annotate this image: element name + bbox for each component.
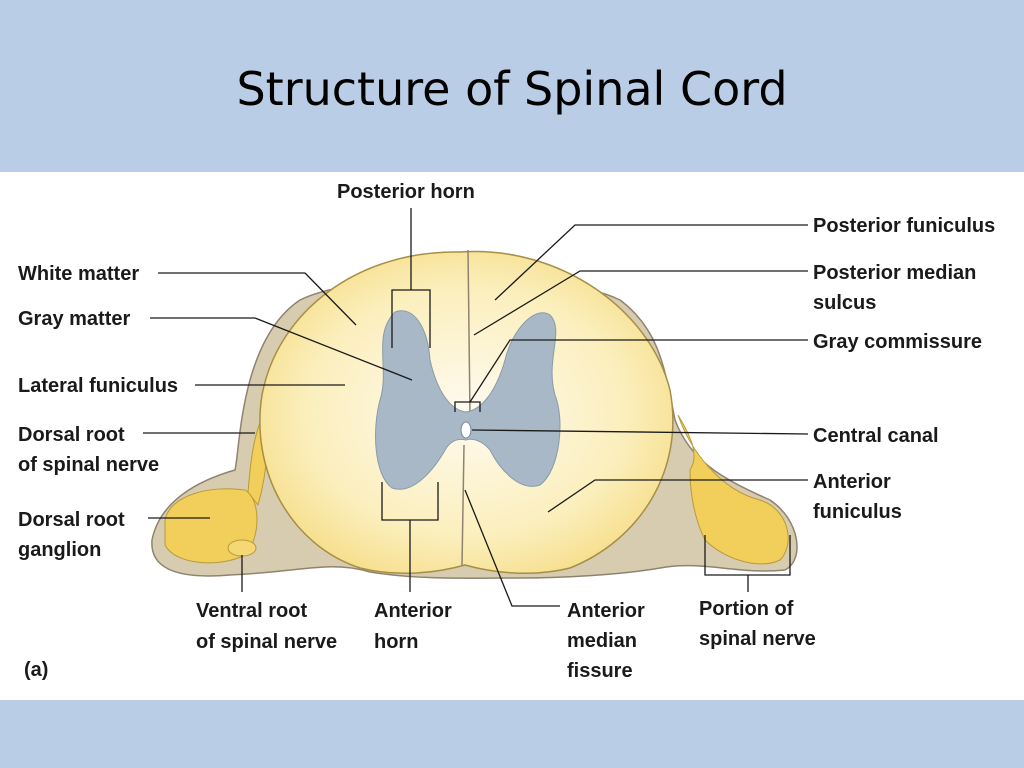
label-anterior-funiculus-line2: funiculus — [813, 501, 902, 523]
label-anterior-funiculus-line1: Anterior — [813, 471, 891, 493]
label-portion-line1: Portion of — [699, 598, 794, 620]
posterior-median-sulcus-line — [467, 249, 471, 416]
label-dorsal-root-line2: of spinal nerve — [18, 454, 159, 476]
label-lateral-funiculus: Lateral funiculus — [18, 375, 178, 397]
ventral-root-shape — [227, 539, 257, 557]
label-amf-line2: median — [567, 630, 637, 652]
leader-posterior-funiculus — [494, 224, 808, 301]
label-gray-matter: Gray matter — [18, 308, 130, 330]
title-bar: Structure of Spinal Cord — [0, 0, 1024, 172]
label-amf-line3: fissure — [567, 660, 633, 682]
anterior-median-fissure-line — [461, 444, 465, 567]
leader-amf — [464, 489, 560, 607]
label-central-canal: Central canal — [813, 425, 939, 447]
leader-gray-commissure — [469, 339, 808, 403]
label-drg-line2: ganglion — [18, 539, 101, 561]
slide-title: Structure of Spinal Cord — [236, 62, 788, 116]
label-portion-line2: spinal nerve — [699, 628, 816, 650]
label-anterior-horn-line2: horn — [374, 631, 418, 653]
label-drg-line1: Dorsal root — [18, 509, 125, 531]
figure-tag: (a) — [24, 659, 48, 681]
footer-bar — [0, 700, 1024, 768]
leader-gray-matter-2 — [254, 317, 413, 381]
leader-central-canal — [471, 429, 809, 435]
label-gray-commissure: Gray commissure — [813, 331, 982, 353]
label-pms-line1: Posterior median — [813, 262, 976, 284]
label-ventral-root-line2: of spinal nerve — [196, 631, 337, 653]
label-anterior-horn-line1: Anterior — [374, 600, 452, 622]
label-posterior-funiculus: Posterior funiculus — [813, 215, 995, 237]
label-dorsal-root-line1: Dorsal root — [18, 424, 125, 446]
label-ventral-root-line1: Ventral root — [196, 600, 307, 622]
label-pms-line2: sulcus — [813, 292, 876, 314]
leader-anterior-funiculus — [547, 479, 808, 513]
leader-white-matter-2 — [304, 272, 357, 326]
label-amf-line1: Anterior — [567, 600, 645, 622]
gray-matter-shape — [375, 310, 561, 490]
central-canal-shape — [460, 421, 472, 439]
label-posterior-horn: Posterior horn — [337, 181, 475, 203]
gray-commissure-bracket — [454, 401, 481, 412]
label-white-matter: White matter — [18, 263, 139, 285]
leader-pms — [473, 270, 808, 336]
